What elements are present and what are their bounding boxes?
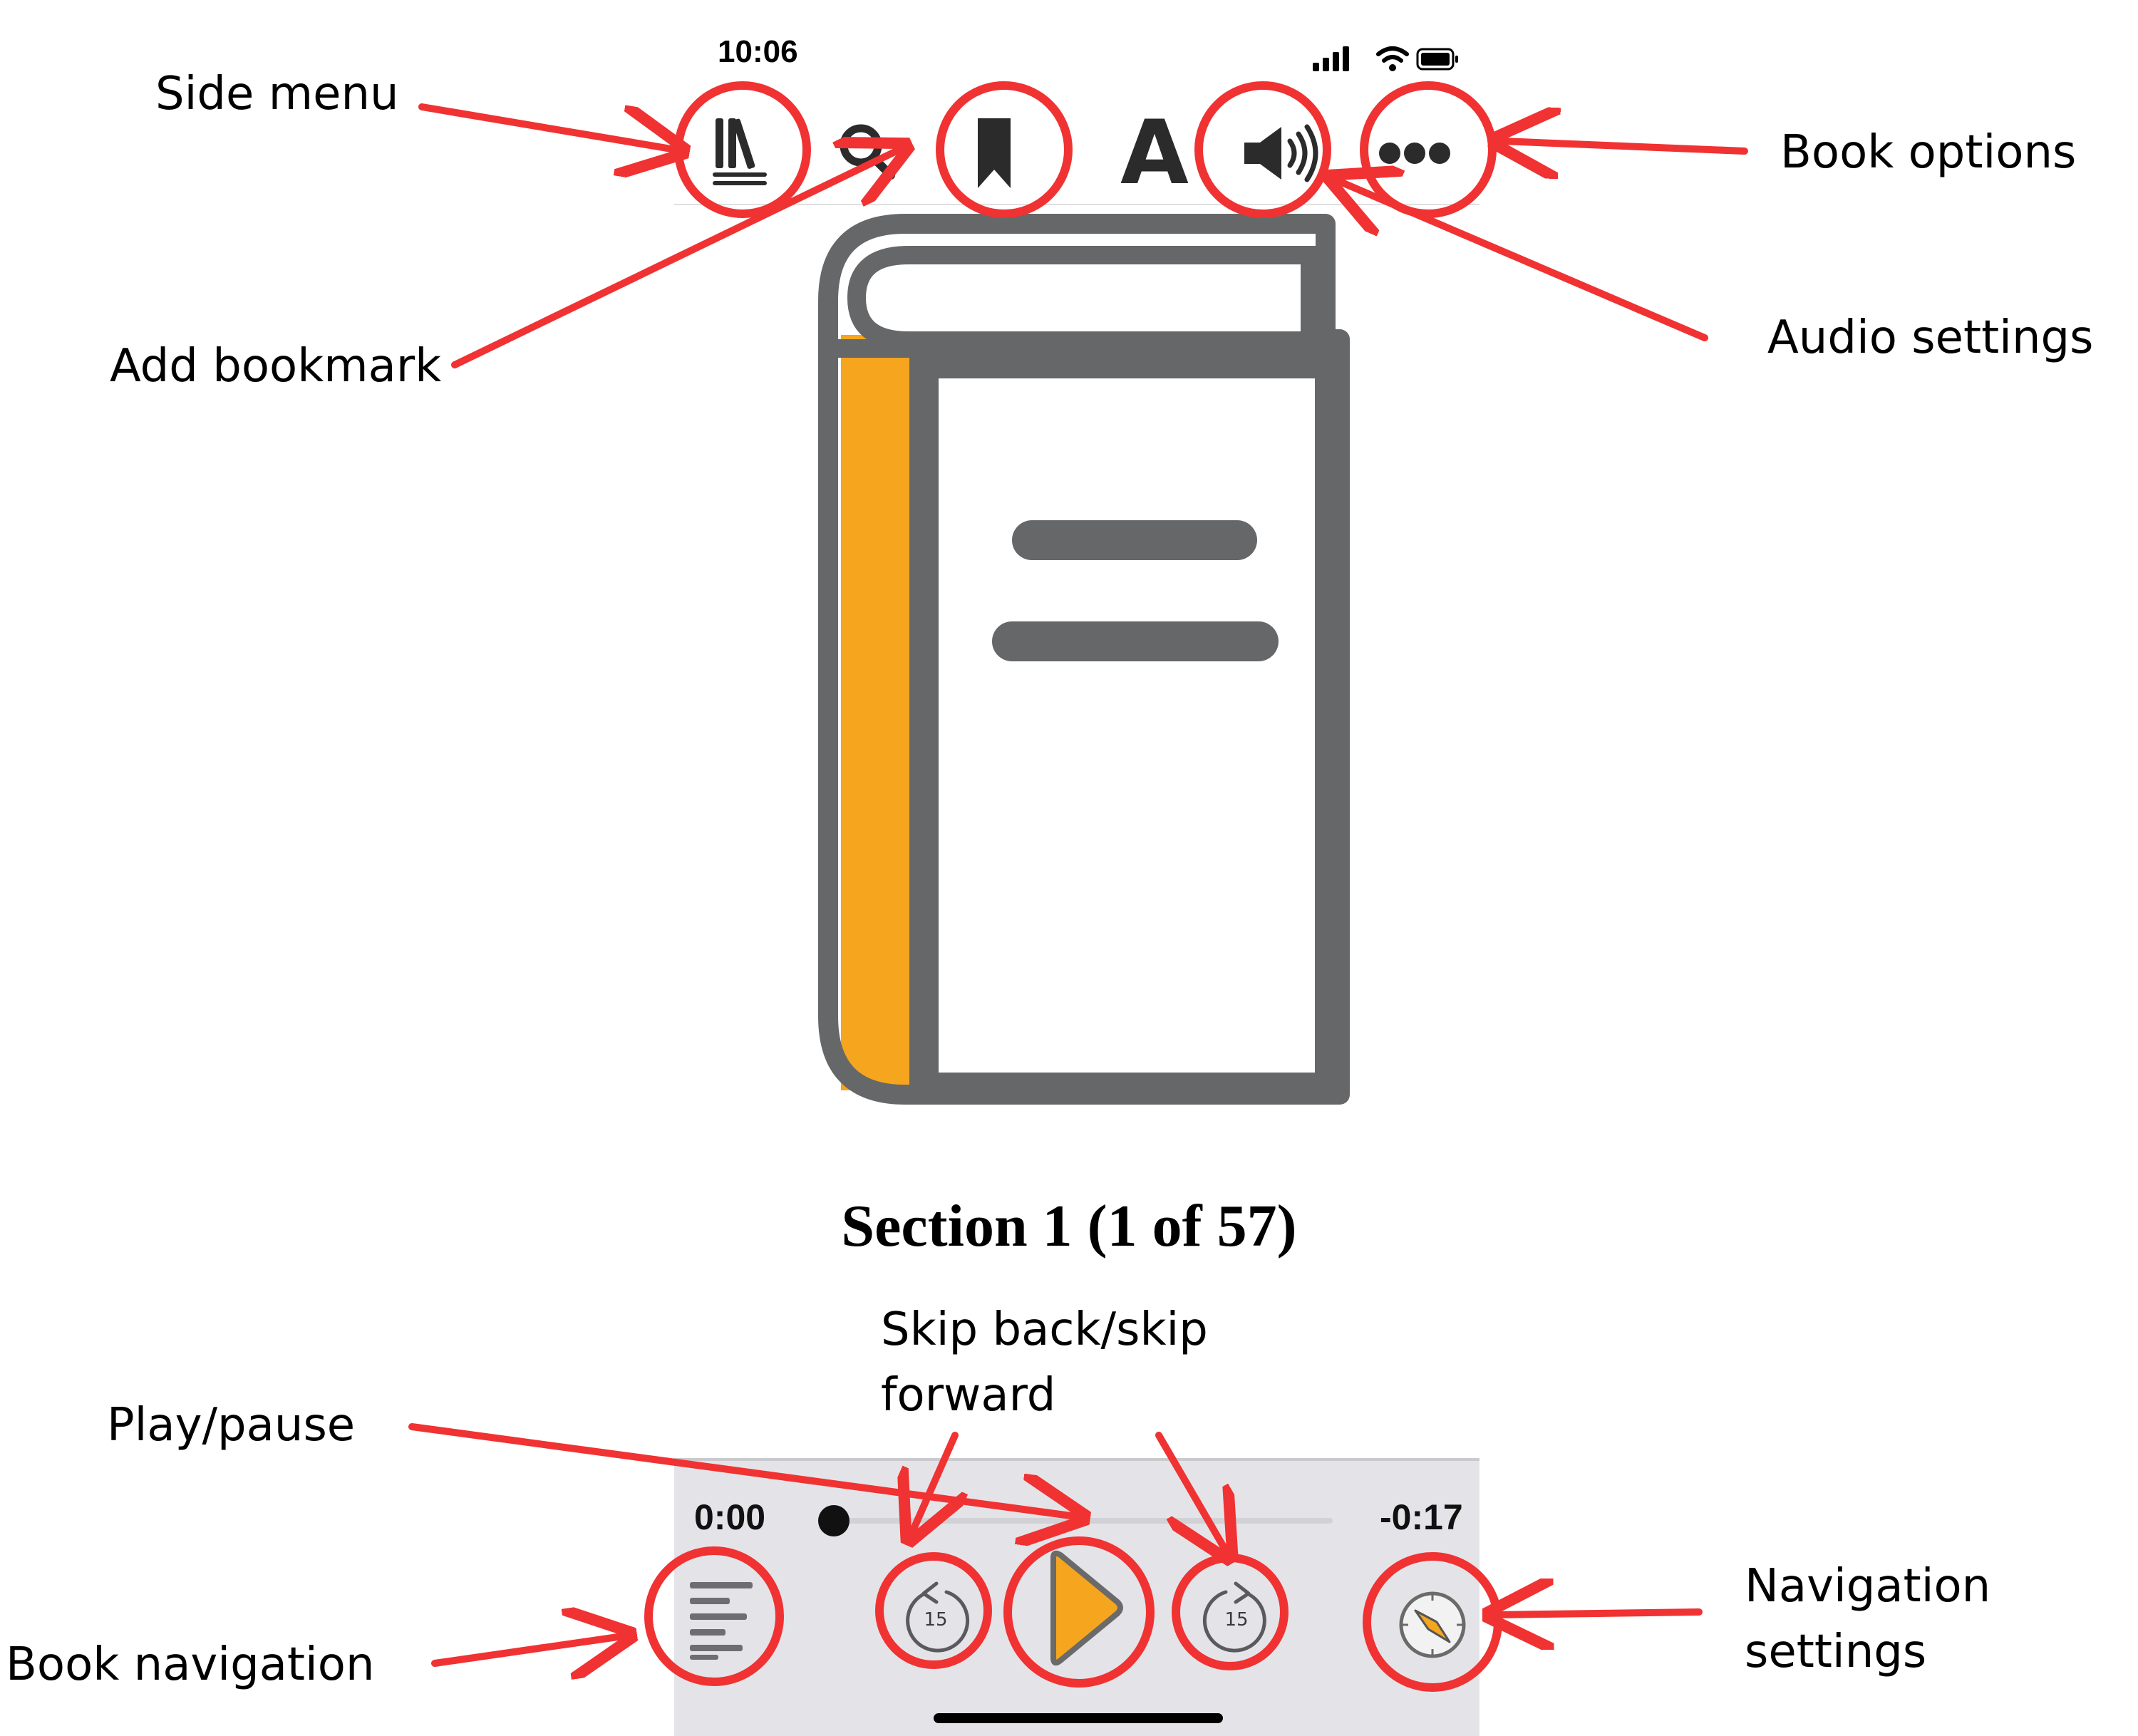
label-skip-line1: Skip back/skip [881, 1303, 1208, 1356]
toolbar-divider [674, 204, 1479, 205]
label-play-pause: Play/pause [107, 1399, 356, 1452]
label-navigation-settings-line2: settings [1745, 1626, 1927, 1678]
skip-forward-button[interactable]: 15 [1197, 1581, 1276, 1659]
label-book-navigation: Book navigation [6, 1638, 375, 1691]
arrow-add-bookmark [451, 150, 899, 368]
arrow-skip-back [912, 1432, 955, 1532]
highlight-navigation-settings [1363, 1552, 1502, 1692]
progress-thumb[interactable] [818, 1505, 849, 1536]
label-add-bookmark: Add bookmark [110, 340, 442, 393]
skip-back-icon [906, 1581, 970, 1653]
arrow-audio-settings [1338, 181, 1708, 341]
bookmark-icon [978, 118, 1011, 188]
arrow-navigation-settings [1497, 1612, 1703, 1615]
book-options-button[interactable] [1375, 135, 1454, 171]
table-of-contents-icon [690, 1582, 753, 1660]
label-side-menu: Side menu [155, 68, 399, 120]
book-illustration [812, 214, 1354, 1112]
highlight-side-menu [674, 81, 811, 218]
skip-forward-icon [1202, 1581, 1266, 1653]
label-navigation-settings-line1: Navigation [1745, 1560, 1991, 1613]
label-book-options: Book options [1780, 126, 2077, 179]
skip-forward-seconds: 15 [1224, 1609, 1249, 1631]
play-pause-button[interactable] [1040, 1548, 1126, 1669]
highlight-book-navigation [644, 1546, 784, 1686]
speaker-icon [1244, 124, 1318, 182]
home-indicator [934, 1713, 1223, 1723]
audio-settings-button[interactable] [1240, 121, 1326, 185]
highlight-bookmark [936, 81, 1073, 218]
book-navigation-button[interactable] [683, 1575, 761, 1660]
skip-back-seconds: 15 [924, 1609, 948, 1631]
cellular-signal-icon [1313, 46, 1458, 71]
compass-icon [1399, 1591, 1466, 1658]
battery-icon [1416, 48, 1458, 71]
wifi-icon [1376, 46, 1409, 71]
remaining-time: -0:17 [1380, 1497, 1463, 1537]
more-icon [1379, 143, 1450, 164]
label-skip-line2: forward [881, 1369, 1056, 1422]
add-bookmark-button[interactable] [969, 114, 1019, 192]
arrow-side-menu [418, 103, 676, 150]
library-side-menu-button[interactable] [710, 111, 774, 190]
library-icon [713, 118, 767, 185]
arrow-skip-forward [1155, 1432, 1226, 1551]
highlight-skip-forward [1172, 1554, 1289, 1670]
status-icons [1311, 44, 1461, 73]
arrow-book-options [1502, 141, 1748, 151]
highlight-options [1360, 81, 1497, 218]
status-time: 10:06 [718, 34, 798, 69]
elapsed-time: 0:00 [694, 1497, 766, 1537]
highlight-audio [1194, 81, 1331, 218]
book-icon [818, 214, 1350, 1105]
arrow-book-navigation [431, 1636, 623, 1663]
font-settings-button[interactable]: A [1112, 107, 1197, 200]
label-audio-settings: Audio settings [1767, 311, 2094, 364]
skip-back-button[interactable]: 15 [897, 1581, 975, 1659]
font-icon: A [1120, 102, 1189, 205]
arrow-play-pause [408, 1423, 1076, 1517]
highlight-skip-back [875, 1552, 992, 1669]
play-icon [1050, 1550, 1123, 1666]
navigation-settings-button[interactable] [1397, 1589, 1468, 1660]
highlight-play [1003, 1536, 1155, 1688]
section-title: Section 1 (1 of 57) [841, 1193, 1297, 1259]
